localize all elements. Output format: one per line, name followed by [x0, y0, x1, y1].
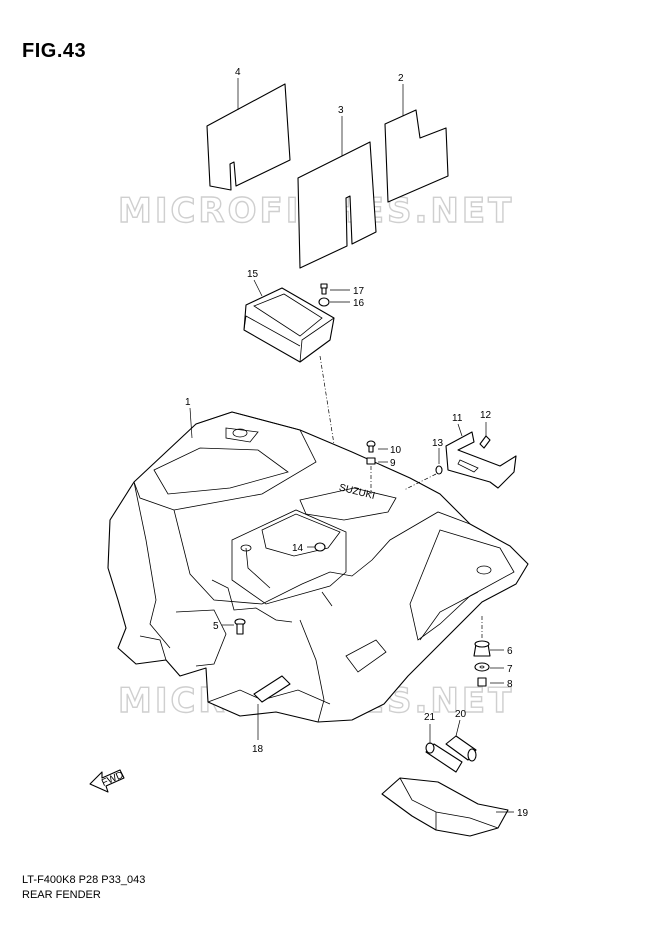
part-7-washer: 7 — [474, 662, 513, 675]
callout-6: 6 — [507, 646, 513, 657]
callout-2: 2 — [398, 73, 404, 84]
figure-name: REAR FENDER — [22, 889, 101, 901]
part-13-nut: 13 — [403, 438, 444, 491]
callout-7: 7 — [507, 664, 513, 675]
callout-8: 8 — [507, 679, 513, 690]
part-12-screw: 12 — [479, 410, 492, 449]
part-6-cushion: 6 — [473, 616, 513, 657]
part-11-bracket: 11 — [445, 413, 517, 489]
callout-3: 3 — [338, 105, 344, 116]
callout-16: 16 — [353, 298, 365, 309]
part-3-decal-sheet: 3 — [297, 105, 377, 269]
part-19-bag: 19 — [381, 777, 529, 837]
callout-17: 17 — [353, 286, 365, 297]
callout-14: 14 — [292, 543, 304, 554]
part-10-bolt: 10 — [366, 440, 402, 456]
callout-10: 10 — [390, 445, 402, 456]
part-17-screw: 17 — [320, 283, 365, 297]
part-5-bolt: 5 — [213, 618, 246, 635]
figure-title: FIG.43 — [22, 40, 87, 62]
part-2-decal-sheet: 2 — [384, 73, 449, 203]
part-16-washer: 16 — [318, 297, 365, 309]
part-21-tube: 21 — [424, 712, 463, 773]
fwd-label: FWD — [100, 770, 125, 789]
callout-9: 9 — [390, 458, 396, 469]
figure-code: LT-F400K8 P28 P33_043 — [22, 874, 146, 886]
callout-5: 5 — [213, 621, 219, 632]
part-9-nut: 9 — [366, 457, 396, 494]
callout-19: 19 — [517, 808, 529, 819]
part-14-cap: 14 — [292, 542, 326, 554]
fwd-arrow-icon: FWD — [89, 769, 125, 793]
part-8-nut: 8 — [477, 677, 513, 690]
part-4-decal-sheet: 4 — [206, 67, 291, 191]
part-18-reflector: 18 — [252, 675, 291, 755]
callout-21: 21 — [424, 712, 436, 723]
callout-12: 12 — [480, 410, 492, 421]
part-1-rear-fender: 1 SUZUKI — [107, 397, 529, 723]
callout-11: 11 — [452, 413, 463, 424]
callout-18: 18 — [252, 744, 264, 755]
callout-20: 20 — [455, 709, 467, 720]
callout-4: 4 — [235, 67, 241, 78]
callout-1: 1 — [185, 397, 191, 408]
part-20-tube: 20 — [445, 709, 477, 762]
callout-15: 15 — [247, 269, 259, 280]
callout-13: 13 — [432, 438, 444, 449]
